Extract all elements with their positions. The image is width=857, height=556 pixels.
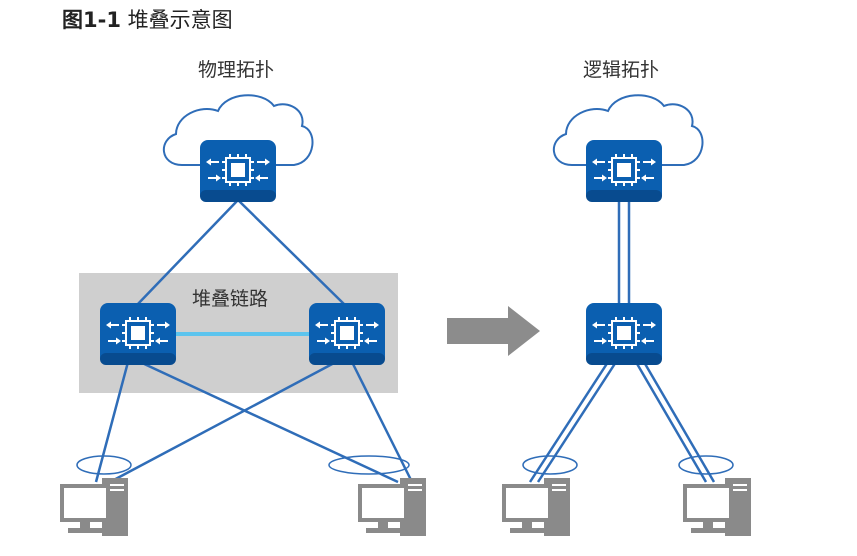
- access-link-right-b: [350, 361, 414, 483]
- core-switch-physical: [199, 139, 277, 203]
- cloud-icon: [552, 94, 704, 166]
- uplink-right: [237, 199, 347, 307]
- link-aggregation-ellipse: [678, 455, 734, 475]
- aggregated-link-left-a: [528, 361, 610, 483]
- aggregated-link-right-a: [634, 361, 708, 483]
- pc-icon: [502, 478, 570, 536]
- pc-icon: [60, 478, 128, 536]
- access-link-right-a: [109, 360, 337, 484]
- pc-icon: [358, 478, 426, 536]
- access-link-left-a: [94, 361, 130, 483]
- pc-icon: [683, 478, 751, 536]
- figure-number: 图1-1: [62, 8, 121, 32]
- aggregated-link-right-b: [642, 361, 716, 483]
- stack-member-switch-left: [99, 302, 177, 366]
- logical-topology-title: 逻辑拓扑: [583, 59, 660, 81]
- uplink-left: [135, 199, 239, 307]
- figure-title: 堆叠示意图: [127, 8, 233, 32]
- stack-member-switch-right: [308, 302, 386, 366]
- cloud-icon: [162, 94, 314, 166]
- core-switch-logical: [585, 139, 663, 203]
- figure-caption: 图1-1 堆叠示意图: [62, 4, 233, 34]
- arrow-right-icon: [447, 306, 540, 356]
- logical-stack-switch: [585, 302, 663, 366]
- link-aggregation-ellipse: [522, 455, 578, 475]
- link-aggregation-ellipse: [328, 455, 410, 475]
- physical-topology-title: 物理拓扑: [198, 59, 275, 81]
- link-aggregation-ellipse: [76, 455, 132, 475]
- access-link-left-b: [139, 360, 399, 484]
- stack-link-label: 堆叠链路: [192, 288, 268, 310]
- aggregated-link-left-b: [536, 361, 618, 483]
